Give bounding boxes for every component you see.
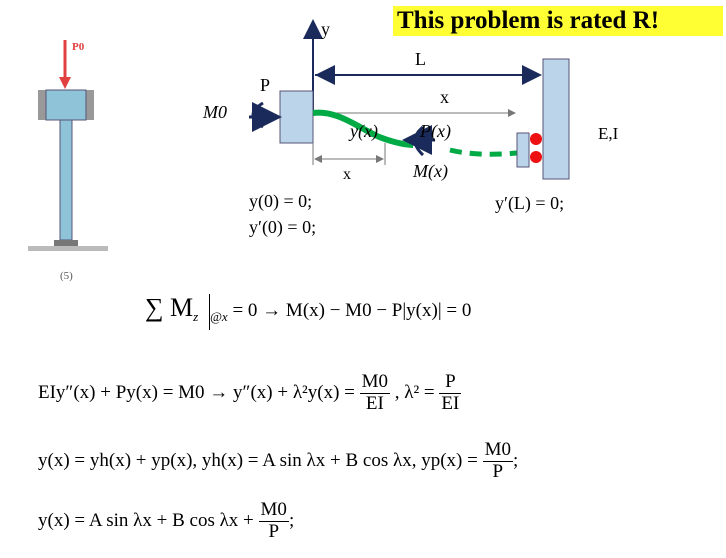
dimension-x-label: x bbox=[343, 166, 351, 183]
y-axis-label: y bbox=[321, 19, 330, 39]
final-solution-text: y(x) = A sin λx + B cos λx + bbox=[38, 509, 254, 531]
x-axis-label: x bbox=[440, 87, 449, 107]
roller-top bbox=[530, 133, 542, 145]
deflection-label: y(x) bbox=[348, 121, 378, 142]
final-terminator: ; bbox=[288, 509, 295, 531]
sum-moments-lhs: ∑ M bbox=[145, 293, 194, 322]
beam-continuation bbox=[449, 147, 518, 157]
final-den: P bbox=[268, 520, 280, 542]
sum-moments-rhs: = 0 → M(x) − M0 − P|y(x)| = 0 bbox=[232, 300, 472, 321]
general-solution-text: y(x) = yh(x) + yp(x), yh(x) = A sin λx +… bbox=[38, 449, 478, 471]
yp-num: M0 bbox=[482, 439, 513, 462]
figure-caption: (5) bbox=[60, 270, 73, 282]
sum-moments-sub: z bbox=[193, 308, 199, 324]
lambda-lhs: , λ² = bbox=[394, 381, 435, 403]
top-block bbox=[45, 89, 87, 121]
bc-left-1: y(0) = 0; bbox=[249, 191, 312, 212]
left-block bbox=[279, 90, 314, 144]
final-num: M0 bbox=[258, 499, 289, 522]
load-label: P0 bbox=[72, 41, 85, 53]
column-shaft bbox=[59, 119, 73, 241]
column-illustration: P0 (5) bbox=[28, 40, 108, 282]
moment-label: M0 bbox=[202, 102, 227, 122]
beam-diagram: y L P M0 x y(x) P(x) M(x) x E,I y(0) = 0… bbox=[202, 19, 619, 238]
ode-frac-num: M0 bbox=[359, 371, 391, 394]
length-label: L bbox=[415, 49, 426, 69]
roller-bottom bbox=[530, 151, 542, 163]
ode-left: EIy″(x) + Py(x) = M0 → y″(x) + λ²y(x) = bbox=[38, 381, 355, 403]
sum-moments-equation: ∑ Mz @x = 0 → M(x) − M0 − P|y(x)| = 0 bbox=[145, 293, 471, 330]
lambda-den: EI bbox=[441, 392, 460, 414]
internal-force-label: P(x) bbox=[419, 121, 451, 142]
bc-right: y′(L) = 0; bbox=[495, 193, 564, 214]
internal-moment-label: M(x) bbox=[412, 161, 448, 182]
general-solution: y(x) = yh(x) + yp(x), yh(x) = A sin λx +… bbox=[38, 439, 519, 483]
bc-left-2: y′(0) = 0; bbox=[249, 217, 316, 238]
ode-frac-den: EI bbox=[365, 392, 384, 414]
ode-equation: EIy″(x) + Py(x) = M0 → y″(x) + λ²y(x) = … bbox=[38, 371, 462, 415]
stiffness-label: E,I bbox=[598, 124, 619, 143]
yp-terminator: ; bbox=[512, 449, 519, 471]
sum-moments-eval: @x bbox=[209, 308, 228, 324]
right-wall bbox=[542, 58, 570, 180]
rating-banner: This problem is rated R! bbox=[393, 6, 723, 36]
yp-den: P bbox=[492, 460, 504, 482]
force-label: P bbox=[260, 75, 270, 95]
lambda-num: P bbox=[439, 371, 462, 394]
